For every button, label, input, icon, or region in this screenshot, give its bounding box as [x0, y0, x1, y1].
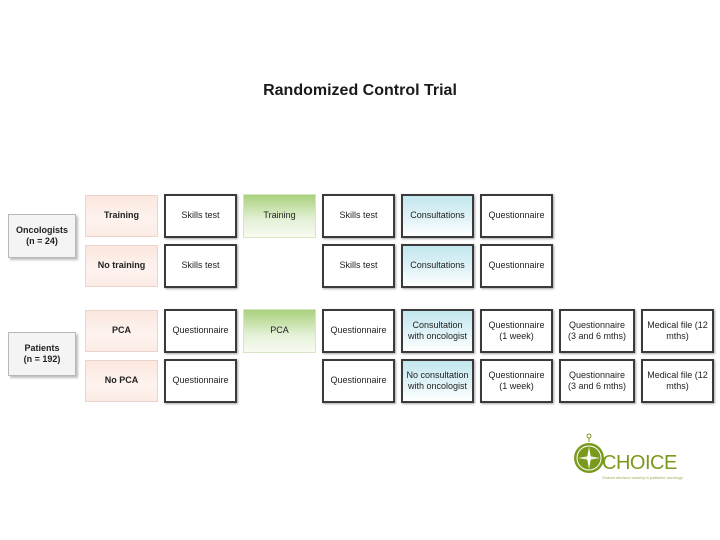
step-questionnaire-pre: Questionnaire	[322, 309, 395, 353]
arm-no-pca: No PCA	[85, 360, 158, 402]
step-skills-test-pre: Skills test	[164, 244, 237, 288]
step-pca: PCA	[243, 309, 316, 353]
step-questionnaire: Questionnaire	[480, 244, 553, 288]
group-oncologists-label: Oncologists	[15, 224, 68, 235]
step-questionnaire-3-6-months: Questionnaire (3 and 6 mths)	[559, 359, 635, 403]
arm-training: Training	[85, 195, 158, 237]
step-questionnaire-pre: Questionnaire	[322, 359, 395, 403]
compass-emblem-icon	[574, 433, 604, 473]
step-questionnaire-baseline: Questionnaire	[164, 359, 237, 403]
step-questionnaire-baseline: Questionnaire	[164, 309, 237, 353]
step-consultation: Consultation with oncologist	[401, 309, 474, 353]
logo-wordmark: CHOICE	[602, 452, 677, 474]
step-consultations: Consultations	[401, 194, 474, 238]
step-skills-test-post: Skills test	[322, 244, 395, 288]
step-skills-test-post: Skills test	[322, 194, 395, 238]
logo-tagline: Shared decision making in palliative onc…	[602, 475, 683, 480]
step-consultations: Consultations	[401, 244, 474, 288]
arm-no-training: No training	[85, 245, 158, 287]
group-oncologists: Oncologists (n = 24)	[8, 214, 76, 258]
step-medical-file: Medical file (12 mths)	[641, 309, 714, 353]
step-questionnaire-1-week: Questionnaire (1 week)	[480, 359, 553, 403]
step-questionnaire: Questionnaire	[480, 194, 553, 238]
group-patients-label: Patients	[24, 342, 60, 353]
step-questionnaire-1-week: Questionnaire (1 week)	[480, 309, 553, 353]
step-questionnaire-3-6-months: Questionnaire (3 and 6 mths)	[559, 309, 635, 353]
group-patients: Patients (n = 192)	[8, 332, 76, 376]
group-oncologists-count: (n = 24)	[26, 236, 58, 246]
group-patients-count: (n = 192)	[23, 354, 61, 364]
diagram-title: Randomized Control Trial	[263, 82, 457, 99]
step-skills-test-pre: Skills test	[164, 194, 237, 238]
choice-logo: CHOICE Shared decision making in palliat…	[572, 432, 692, 482]
step-no-consultation: No consultation with oncologist	[401, 359, 474, 403]
step-training: Training	[243, 194, 316, 238]
step-medical-file: Medical file (12 mths)	[641, 359, 714, 403]
arm-pca: PCA	[85, 310, 158, 352]
